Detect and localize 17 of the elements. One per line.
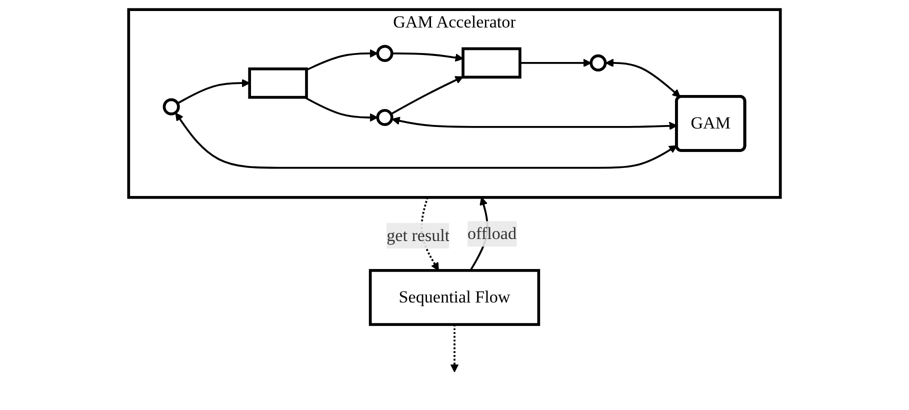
- node-box: [248, 67, 308, 99]
- arrow: [605, 58, 681, 98]
- node-box: [462, 47, 522, 79]
- edge-label: offload: [468, 224, 517, 243]
- arrow: [520, 58, 592, 68]
- node-circle: [376, 108, 394, 126]
- arrow: [306, 49, 378, 71]
- arrow: [177, 78, 250, 104]
- node-circle: [590, 54, 607, 72]
- node-circle: [376, 44, 394, 62]
- node-box: Sequential Flow: [368, 269, 540, 326]
- arrow: [175, 112, 678, 169]
- node-circle: [162, 98, 180, 116]
- arrow: [390, 76, 464, 115]
- arrow: [392, 52, 464, 62]
- edge-label: get result: [386, 226, 450, 245]
- arrow: [304, 96, 378, 122]
